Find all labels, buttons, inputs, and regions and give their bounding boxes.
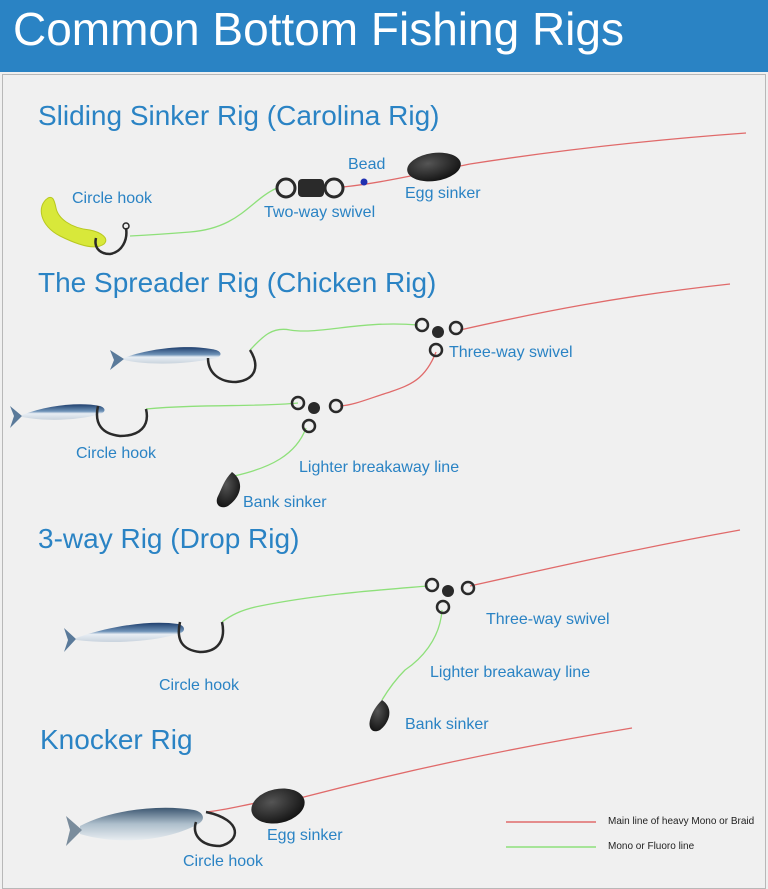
- label-circle-hook: Circle hook: [72, 190, 153, 207]
- breakaway-line: [233, 427, 307, 477]
- label-lighter-breakaway-line: Lighter breakaway line: [299, 459, 460, 476]
- main-line: [459, 283, 731, 331]
- circle-hook-icon: [94, 227, 128, 256]
- egg-sinker-icon: [251, 788, 305, 824]
- three-way-rig: [64, 529, 741, 732]
- circle-hook-icon: [95, 405, 149, 438]
- main-line: [469, 132, 747, 165]
- header-banner: Common Bottom Fishing Rigs: [0, 0, 768, 72]
- hook-eye-icon: [122, 222, 130, 230]
- label-circle-hook: Circle hook: [159, 677, 240, 694]
- bank-sinker-icon: [216, 472, 241, 508]
- circle-hook-icon: [206, 349, 257, 384]
- fish-bait-icon: [66, 807, 203, 846]
- section-title-three-way-rig: 3-way Rig (Drop Rig): [38, 523, 300, 554]
- label-three-way-swivel: Three-way swivel: [486, 611, 610, 628]
- fish-bait-icon: [110, 347, 221, 370]
- egg-sinker-icon: [407, 152, 461, 182]
- bead-icon: [360, 178, 368, 186]
- three-way-swivel-icon: [424, 577, 476, 615]
- leader-line: [221, 585, 429, 623]
- lure-icon: [40, 196, 107, 248]
- label-egg-sinker: Egg sinker: [267, 827, 343, 844]
- circle-hook-icon: [193, 810, 236, 848]
- main-line: [299, 727, 633, 799]
- section-title-spreader-rig: The Spreader Rig (Chicken Rig): [38, 267, 437, 298]
- three-way-swivel-icon: [290, 395, 344, 434]
- fish-bait-icon: [10, 404, 105, 428]
- leader-line-lower: [145, 402, 299, 410]
- label-circle-hook: Circle hook: [76, 445, 157, 462]
- spreader-rig: [10, 283, 731, 508]
- page-title: Common Bottom Fishing Rigs: [13, 3, 624, 55]
- main-line-segment: [205, 802, 257, 813]
- breakaway-line: [381, 609, 443, 701]
- carolina-rig: [40, 132, 747, 256]
- leader-line-upper: [249, 323, 419, 351]
- legend-label-leader-line: Mono or Fluoro line: [608, 841, 695, 852]
- label-egg-sinker: Egg sinker: [405, 185, 481, 202]
- main-line-segment: [339, 351, 437, 407]
- label-bank-sinker: Bank sinker: [243, 494, 327, 511]
- knocker-rig: [66, 727, 633, 848]
- bank-sinker-icon: [369, 700, 390, 732]
- section-title-knocker-rig: Knocker Rig: [40, 724, 193, 755]
- legend-label-main-line: Main line of heavy Mono or Braid: [608, 816, 755, 827]
- label-circle-hook: Circle hook: [183, 853, 264, 870]
- fish-bait-icon: [64, 622, 184, 652]
- leader-line: [129, 187, 278, 237]
- two-way-swivel-icon: [275, 177, 345, 199]
- label-lighter-breakaway-line: Lighter breakaway line: [430, 664, 591, 681]
- label-bead: Bead: [348, 156, 386, 173]
- main-line: [469, 529, 741, 587]
- label-bank-sinker: Bank sinker: [405, 716, 489, 733]
- section-title-carolina-rig: Sliding Sinker Rig (Carolina Rig): [38, 100, 440, 131]
- label-three-way-swivel: Three-way swivel: [449, 344, 573, 361]
- three-way-swivel-icon: [414, 317, 464, 358]
- label-two-way-swivel: Two-way swivel: [264, 204, 376, 221]
- circle-hook-icon: [177, 621, 225, 654]
